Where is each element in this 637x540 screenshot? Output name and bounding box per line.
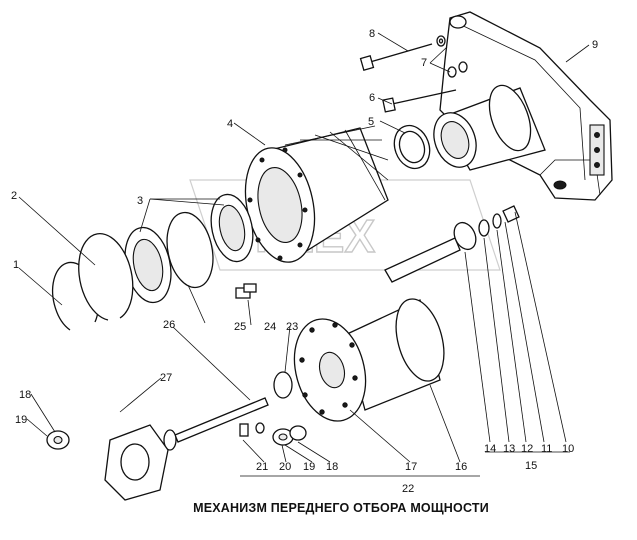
diagram-caption: МЕХАНИЗМ ПЕРЕДНЕГО ОТБОРА МОЩНОСТИ [193, 501, 489, 515]
tube-flange [433, 84, 546, 171]
callout-label: 18 [19, 389, 31, 401]
callout-label: 20 [279, 461, 291, 473]
flange-shaft-16-17 [293, 298, 445, 422]
callout-label: 5 [368, 116, 374, 128]
bolts-6-8 [359, 35, 468, 113]
callout-label: 14 [484, 443, 496, 455]
callout-label: 24 [264, 321, 276, 333]
callout-label: 26 [163, 319, 175, 331]
callout-label: 22 [402, 483, 414, 495]
callout-label: 18 [326, 461, 338, 473]
nuts-washers [46, 422, 307, 450]
callout-label: 19 [303, 461, 315, 473]
callout-label: 19 [15, 414, 27, 426]
callout-label: 1 [13, 259, 19, 271]
callout-label: 17 [405, 461, 417, 473]
callout-label: 27 [160, 372, 172, 384]
callout-label: 13 [503, 443, 515, 455]
callout-label: 8 [369, 28, 375, 40]
callout-label: 23 [286, 321, 298, 333]
ring-part-25 [166, 211, 214, 289]
callout-label: 2 [11, 190, 17, 202]
leader-lines [18, 32, 590, 477]
callout-label: 21 [256, 461, 268, 473]
callout-label: 7 [421, 57, 427, 69]
circlips-1-2 [52, 233, 134, 331]
plate-part-27 [104, 424, 169, 501]
callout-label: 25 [234, 321, 246, 333]
bushing-part-23 [273, 371, 293, 399]
callout-label: 15 [525, 460, 537, 472]
fitting-part-24 [235, 283, 257, 299]
ring-part-5 [393, 124, 431, 170]
callout-label: 16 [455, 461, 467, 473]
callout-label: 9 [592, 39, 598, 51]
callout-label: 3 [137, 195, 143, 207]
shaft-part-26 [163, 397, 269, 451]
callout-labels: 1 2 3 4 5 6 7 8 9 10 11 12 13 14 15 16 1… [11, 28, 598, 495]
callout-label: 4 [227, 118, 233, 130]
callout-label: 10 [562, 443, 574, 455]
housing-part-4 [244, 125, 389, 263]
callout-label: 6 [369, 92, 375, 104]
shaft-assembly-10-14 [384, 205, 520, 283]
callout-label: 12 [521, 443, 533, 455]
callout-label: 11 [541, 443, 552, 455]
